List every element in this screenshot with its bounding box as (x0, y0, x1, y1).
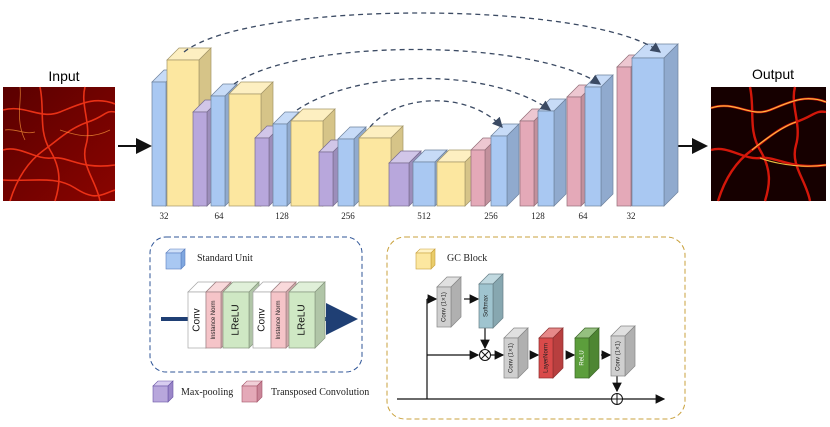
channel-label: 32 (160, 211, 169, 221)
channel-label: 256 (341, 211, 355, 221)
skip-connection-32 (183, 12, 662, 53)
channel-label: 512 (417, 211, 431, 221)
conv-layer-text: Conv (257, 308, 268, 331)
multiply-operator (479, 349, 491, 361)
gc-conv-1x1-a (436, 276, 462, 328)
gc-conv-1x1-a-text: Conv (1×1) (442, 292, 448, 322)
decoder-32-standard-unit (631, 43, 679, 207)
conv-layer-text: Conv (192, 308, 203, 331)
skip-connection-64 (233, 48, 602, 85)
gc-block-icon (415, 248, 436, 270)
channel-labels: 32 64 128 256 512 256 128 64 32 (160, 211, 636, 221)
gc-conv-1x1-c (610, 325, 636, 377)
gc-relu (574, 327, 600, 379)
channel-label: 128 (275, 211, 289, 221)
gc-conv-1x1-b (503, 327, 529, 379)
gc-softmax (478, 273, 504, 329)
channel-label: 64 (579, 211, 589, 221)
channel-label: 128 (531, 211, 545, 221)
input-title: Input (48, 68, 79, 84)
channel-label: 32 (627, 211, 636, 221)
input-image (2, 86, 116, 202)
standard-unit-label: Standard Unit (197, 253, 253, 264)
gc-conv-1x1-c-text: Conv (1×1) (616, 341, 622, 371)
output-image (710, 86, 827, 202)
standard-unit-layers: Conv Instance Norm LReLU Conv Instance Norm L… (187, 281, 326, 349)
gc-block-label: GC Block (447, 253, 487, 264)
gc-relu-text: ReLU (580, 350, 586, 365)
channel-label: 64 (215, 211, 225, 221)
standard-unit-icon (165, 248, 186, 270)
gc-conv-1x1-b-text: Conv (1×1) (509, 343, 515, 373)
max-pooling-label: Max-pooling (181, 387, 233, 398)
gc-layernorm-text: LayerNorm (544, 343, 550, 373)
output-title: Output (752, 66, 794, 82)
skip-connections (183, 12, 662, 128)
skip-connection-128 (296, 77, 552, 111)
decoder-128-standard-unit (537, 98, 567, 207)
gc-softmax-text: Softmax (484, 295, 490, 317)
legend-max-pooling: Max-pooling (152, 380, 233, 403)
channel-label: 256 (484, 211, 498, 221)
decoder-256-standard-unit (490, 123, 520, 207)
legend-transposed-conv: Transposed Convolution (241, 380, 369, 403)
lrelu-layer-text: LReLU (297, 304, 308, 335)
instance-norm-text: Instance Norm (211, 300, 217, 339)
add-operator (611, 393, 623, 405)
instance-norm-text: Instance Norm (276, 300, 282, 339)
skip-connection-256 (369, 100, 503, 128)
gc-layernorm (538, 327, 564, 379)
transposed-conv-label: Transposed Convolution (271, 387, 369, 398)
lrelu-layer-text: LReLU (231, 304, 242, 335)
unet-blocks (151, 43, 679, 207)
lrelu-layer (288, 281, 326, 349)
decoder-64-standard-unit (584, 74, 614, 207)
